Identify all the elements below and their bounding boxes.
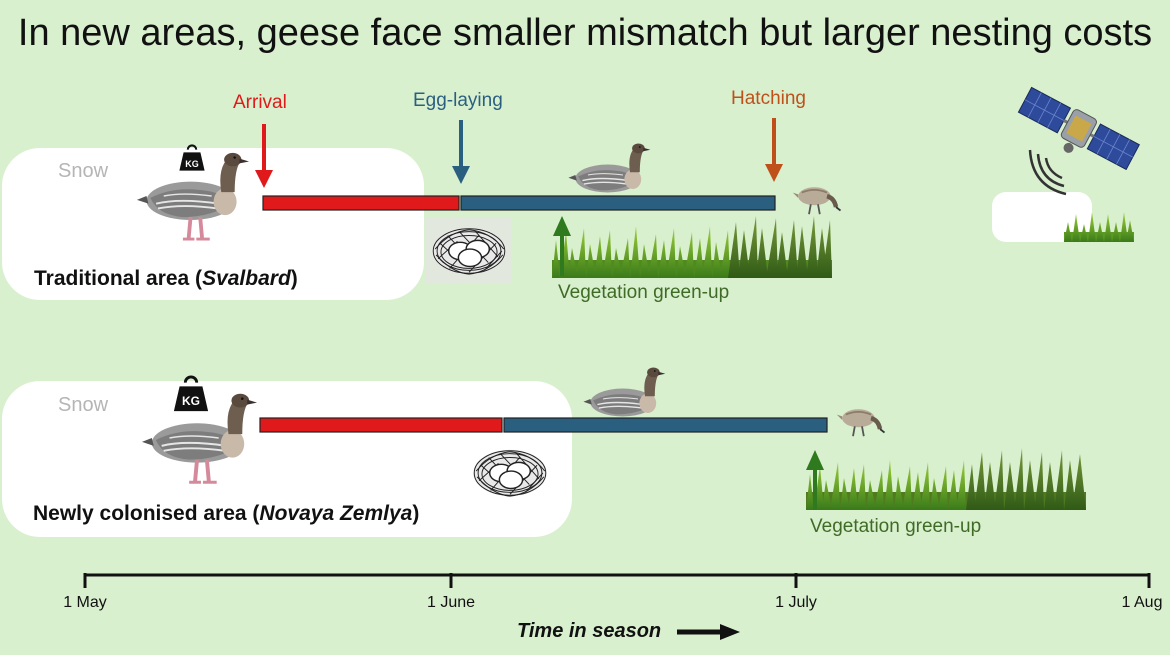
axis-tick-aug: 1 Aug <box>1121 594 1163 611</box>
weight-icon: KG <box>178 144 206 172</box>
weight-badge: KG <box>182 394 200 408</box>
timeline-new <box>259 417 828 433</box>
snow-area-new <box>2 381 572 537</box>
gosling-icon <box>793 187 841 214</box>
hatching-arrow <box>765 118 783 182</box>
page-title: In new areas, geese face smaller mismatc… <box>17 12 1153 54</box>
nest-icon <box>472 449 548 497</box>
satellite-icon <box>1017 86 1140 196</box>
weight-icon: KG <box>172 375 210 413</box>
area-label-traditional: Traditional area (Svalbard) <box>34 267 298 290</box>
egg-laying-arrow <box>452 120 470 184</box>
weight-badge: KG <box>185 159 199 169</box>
nest-icon <box>426 218 512 284</box>
hatching-label: Hatching <box>731 88 806 109</box>
goose-icon <box>582 366 667 418</box>
gosling-icon <box>837 409 885 436</box>
goose-icon <box>567 142 652 194</box>
area-label-new: Newly colonised area (Novaya Zemlya) <box>33 502 420 525</box>
incubation-bar <box>460 195 776 211</box>
timeline-traditional <box>255 118 783 211</box>
vegetation-arrow-traditional <box>553 216 571 276</box>
time-arrow-icon <box>677 624 740 640</box>
snow-label-traditional: Snow <box>58 160 109 182</box>
vegetation-arrow-new <box>806 450 824 510</box>
pre-laying-bar <box>262 195 460 211</box>
axis-label: Time in season <box>517 620 662 642</box>
grass-icon <box>806 448 1086 510</box>
grass-icon <box>552 216 832 278</box>
vegetation-label-new: Vegetation green-up <box>810 516 982 537</box>
axis-tick-june: 1 June <box>426 594 476 611</box>
arrival-arrow <box>255 124 273 188</box>
grass-icon <box>1064 212 1134 242</box>
arrival-label: Arrival <box>233 92 287 113</box>
egg-laying-label: Egg-laying <box>413 90 503 111</box>
vegetation-label-traditional: Vegetation green-up <box>558 282 730 303</box>
snow-area-traditional <box>2 148 424 300</box>
signal-icon <box>1028 149 1067 196</box>
pre-laying-bar <box>259 417 503 433</box>
snow-label-new: Snow <box>58 394 109 416</box>
axis-tick-may: 1 May <box>63 594 107 611</box>
axis-tick-july: 1 July <box>775 594 817 611</box>
incubation-bar <box>503 417 828 433</box>
time-axis <box>83 573 1151 588</box>
